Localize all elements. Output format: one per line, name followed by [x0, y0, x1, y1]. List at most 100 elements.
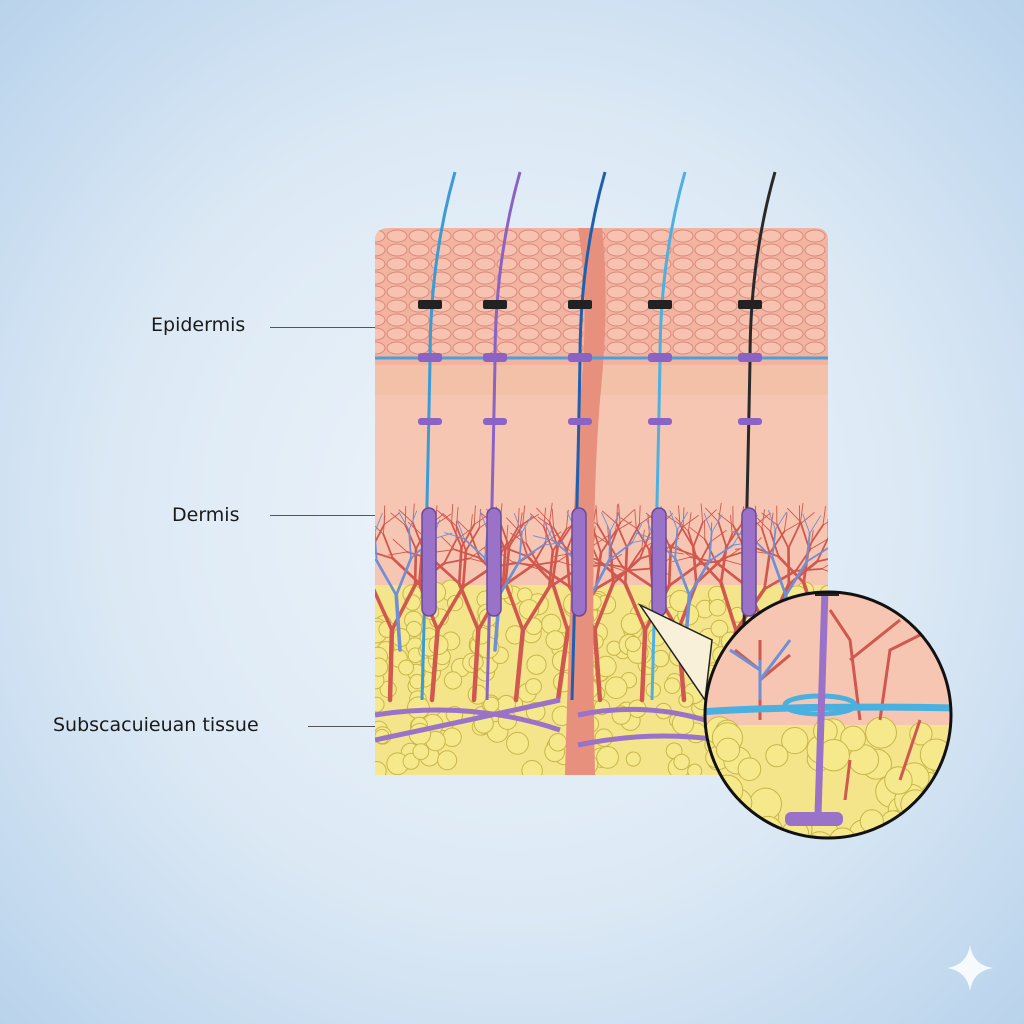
vein-branch: [601, 512, 611, 532]
inset-fat-cell: [939, 760, 951, 792]
epidermis-cell: [672, 243, 694, 257]
artery-branch: [502, 546, 529, 558]
artery-branch: [718, 502, 722, 523]
vein-branch: [676, 511, 689, 531]
epidermis-cell: [606, 229, 628, 243]
fat-cell: [409, 673, 425, 690]
epidermis-cell: [474, 313, 496, 327]
epidermis-cell: [760, 229, 782, 243]
artery-branch: [526, 555, 554, 585]
vein-branch: [708, 531, 713, 562]
epidermis-cell: [760, 327, 782, 341]
epidermis-cell: [375, 327, 386, 341]
epidermis-cell: [694, 257, 716, 271]
artery-branch: [844, 509, 847, 528]
epidermis-cell: [716, 285, 738, 299]
artery-branch: [443, 539, 457, 565]
artery-branch: [404, 524, 417, 550]
inset-fat-cell: [804, 831, 835, 838]
inset-fat-cell: [722, 828, 748, 838]
vein-branch: [343, 527, 353, 545]
epidermis-cell: [628, 257, 650, 271]
inset-fat-cell: [751, 835, 776, 838]
thread-knot: [483, 353, 507, 362]
epidermis-cell: [452, 313, 474, 327]
epidermis-cell: [562, 285, 584, 299]
inset-fat-cell: [723, 810, 750, 838]
epidermis-cell: [672, 341, 694, 355]
vein-branch: [542, 526, 554, 546]
vein-branch: [398, 511, 410, 531]
vein-branch: [608, 530, 611, 561]
artery-branch: [787, 523, 801, 550]
artery-branch: [592, 534, 610, 546]
epidermis-cell: [760, 271, 782, 285]
epidermis-cell: [430, 327, 452, 341]
capsule-implant: [571, 507, 587, 617]
inset-fat-cell: [824, 839, 849, 864]
epidermis-cell: [474, 243, 496, 257]
artery-branch: [407, 522, 423, 536]
artery-branch: [878, 568, 904, 570]
artery-branch: [442, 512, 457, 527]
vein-branch: [518, 531, 523, 562]
artery-branch: [531, 541, 547, 567]
epidermis-cell: [375, 271, 386, 285]
artery-branch: [455, 525, 467, 552]
inset-fat-cell: [828, 827, 857, 838]
artery-branch: [440, 536, 456, 551]
epidermis-cell: [562, 257, 584, 271]
epidermis-cell: [672, 299, 694, 313]
epidermis-cell: [375, 299, 386, 313]
thread-knot: [738, 418, 762, 425]
inset-fat-cell: [821, 842, 843, 864]
epidermis-cell: [540, 229, 562, 243]
fat-cell: [412, 743, 430, 761]
vein-branch: [456, 519, 465, 540]
artery-branch: [725, 524, 742, 548]
fat-cell: [521, 760, 543, 775]
artery-branch: [757, 517, 771, 533]
artery-branch: [503, 581, 525, 633]
epidermis-cell: [540, 243, 562, 257]
epidermis-cell: [650, 285, 672, 299]
thread-knot: [738, 353, 762, 362]
artery-branch: [390, 583, 417, 632]
artery-branch: [700, 503, 704, 524]
artery-branch: [893, 539, 909, 549]
inset-fat-cell: [920, 781, 951, 813]
artery-branch: [457, 581, 481, 632]
epidermis-cell: [672, 271, 694, 285]
artery-branch: [469, 532, 481, 559]
thread-knot: [648, 418, 672, 425]
artery-branch: [333, 518, 334, 537]
artery-branch: [623, 581, 647, 632]
inset-fat-cell: [865, 716, 897, 749]
epidermis-cell: [408, 285, 430, 299]
epidermis-cell: [804, 229, 826, 243]
artery-branch: [456, 507, 459, 527]
capsule-implant: [741, 507, 757, 617]
epidermis-cell: [694, 341, 716, 355]
artery-branch: [783, 521, 802, 532]
artery-branch: [461, 549, 468, 589]
epidermis-cell: [716, 313, 738, 327]
epidermis-cell: [562, 271, 584, 285]
fat-cell: [525, 678, 542, 695]
epidermis-cell: [760, 257, 782, 271]
epidermis-cell: [518, 243, 540, 257]
vein-branch: [542, 541, 564, 546]
epidermis-cell: [606, 327, 628, 341]
artery-branch: [375, 582, 394, 632]
vein-branch: [608, 541, 634, 561]
artery-branch: [620, 517, 637, 529]
epidermis-cell: [474, 327, 496, 341]
epidermis-cell: [628, 299, 650, 313]
epidermis-cell: [474, 229, 496, 243]
artery-branch: [675, 517, 689, 532]
epidermis-cell: [408, 327, 430, 341]
artery-branch: [375, 523, 386, 549]
inset-fat-cell: [753, 824, 784, 838]
artery-branch: [667, 548, 673, 588]
artery-branch: [878, 548, 892, 570]
